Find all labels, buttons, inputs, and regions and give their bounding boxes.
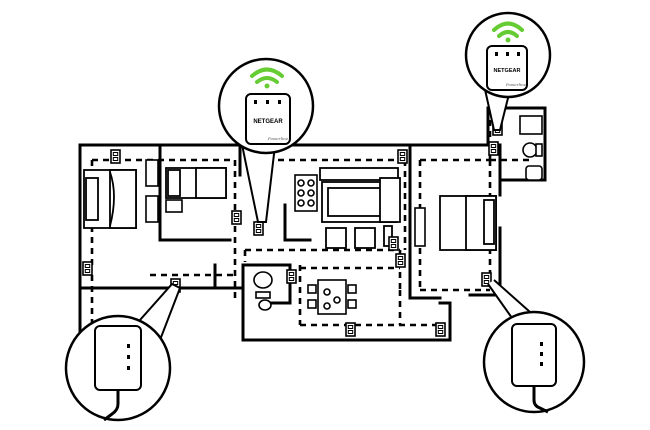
dining-table-icon	[307, 279, 357, 315]
bathtub-icon	[519, 115, 543, 135]
wall-outlet-icon	[435, 322, 446, 337]
callout-wifi-adapter-center: NETGEAR Powerline	[217, 57, 315, 223]
wall-outlet-icon	[286, 269, 297, 284]
wall-outlet-icon	[395, 253, 406, 268]
brand-label: NETGEAR	[494, 68, 521, 74]
powerline-adapter-icon: NETGEAR Powerline	[486, 45, 528, 91]
powerline-adapter-icon	[94, 325, 142, 422]
wall-outlet-icon	[82, 261, 93, 276]
stove-icon	[294, 174, 318, 212]
wall-outlet-icon	[231, 210, 242, 225]
sofa-icon	[319, 167, 401, 249]
callout-adapter-right	[482, 279, 586, 414]
wall-outlet-icon	[110, 149, 121, 164]
nightstand-icon	[145, 159, 159, 187]
wifi-icon	[250, 67, 284, 89]
bed-icon	[83, 169, 137, 229]
wall-outlet-icon	[488, 141, 499, 156]
wifi-icon	[492, 21, 524, 43]
wall-outlet-icon	[388, 236, 399, 251]
nightstand-icon	[145, 195, 159, 223]
wall-outlet-icon	[253, 221, 264, 236]
bed-icon	[439, 195, 497, 251]
callout-adapter-left	[64, 282, 182, 422]
nightstand-icon	[165, 199, 183, 213]
powerline-adapter-icon	[511, 323, 557, 414]
dresser-icon	[414, 207, 426, 247]
bed-icon	[165, 167, 227, 199]
toilet-icon	[253, 271, 273, 311]
callout-wifi-adapter-right: NETGEAR Powerline	[464, 11, 552, 131]
sink-icon	[525, 165, 543, 181]
toilet-icon	[522, 142, 543, 158]
device-script: Powerline	[267, 136, 289, 141]
wall-outlet-icon	[345, 322, 356, 337]
wall-outlet-icon	[397, 149, 408, 164]
powerline-adapter-icon: NETGEAR Powerline	[245, 93, 291, 145]
brand-label: NETGEAR	[253, 119, 283, 125]
device-script: Powerline	[505, 82, 527, 87]
